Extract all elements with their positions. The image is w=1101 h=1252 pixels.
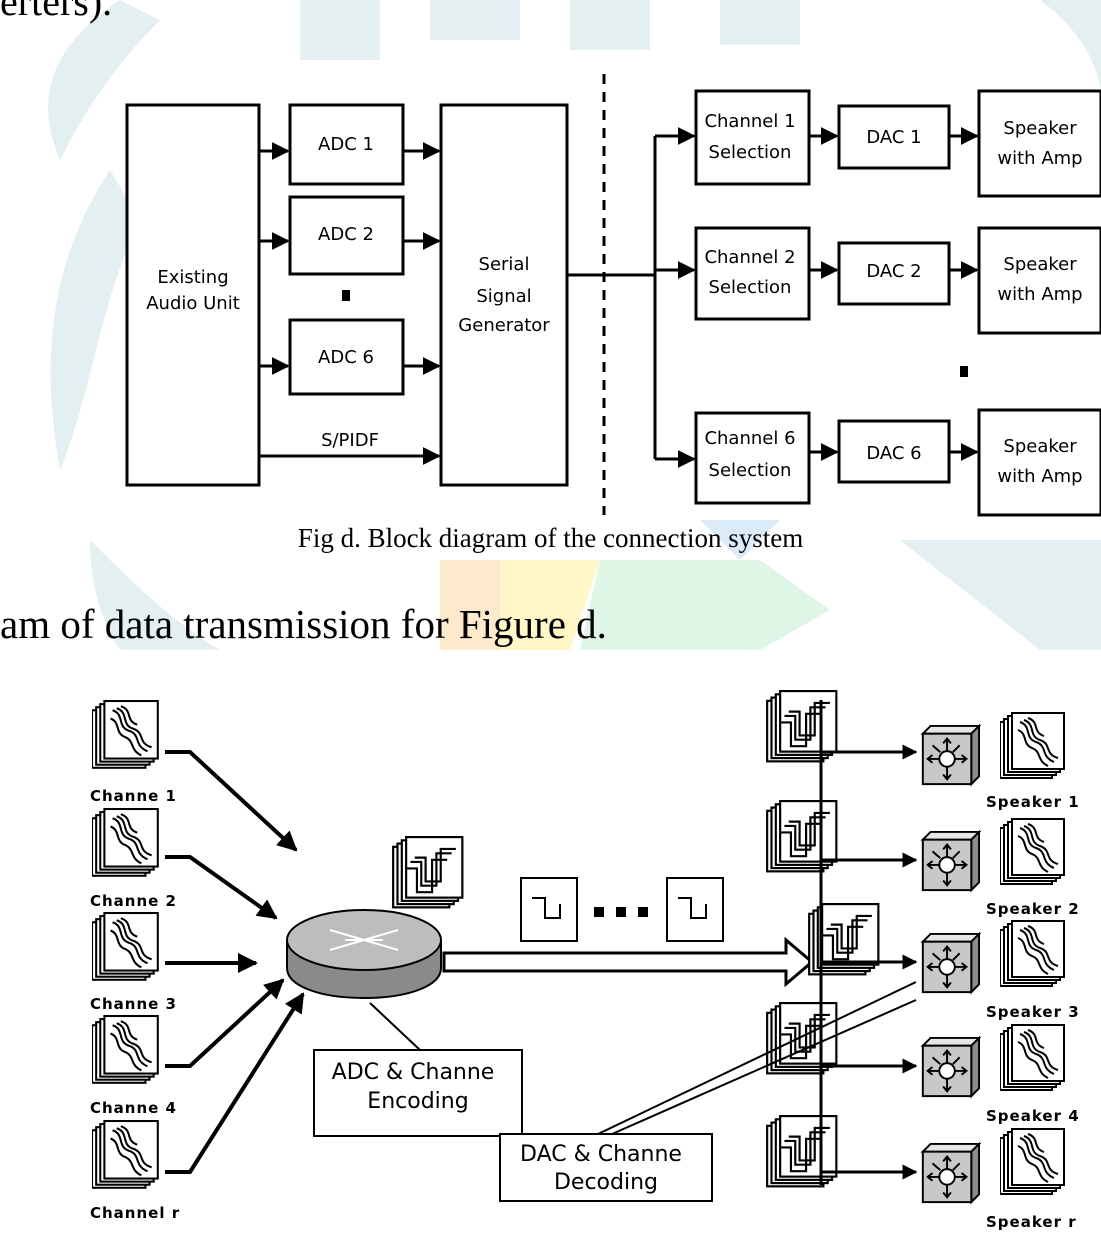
- speaker-2-wave-icon: [1000, 818, 1065, 885]
- channel-4-label: Channe 4: [90, 1099, 177, 1117]
- speaker-r-label: Speaker r: [986, 1213, 1077, 1231]
- speaker-amp-3-icon: [921, 932, 981, 994]
- speaker-1-label: Speaker: [1003, 118, 1077, 139]
- spdif-label: S/PIDF: [321, 430, 379, 451]
- channel-1-icon: [92, 700, 159, 769]
- speaker-2-sublabel: with Amp: [997, 284, 1082, 305]
- adc-2-label: ADC 2: [318, 224, 374, 245]
- serial-generator-label-1: Serial: [479, 254, 530, 275]
- dac-callout-sublabel: Decoding: [554, 1170, 658, 1195]
- existing-audio-unit-label-2: Audio Unit: [146, 293, 240, 314]
- speaker-r-wave-icon: [1000, 1128, 1065, 1195]
- router-icon: [286, 909, 442, 1000]
- dac-callout-label: DAC & Channe: [520, 1142, 682, 1167]
- speaker-3-label: Speaker 3: [986, 1003, 1080, 1021]
- speaker-amp-4-icon: [921, 1036, 981, 1098]
- pulse-box-1: [520, 877, 578, 942]
- speaker-6-label: Speaker: [1003, 436, 1077, 457]
- channel-2-sublabel: Selection: [709, 277, 792, 298]
- data-transmission-diagram: Channe 1 Channe 2 Channe 3 Channe 4 Chan…: [90, 690, 1080, 1231]
- speaker-1-sublabel: with Amp: [997, 148, 1082, 169]
- dac-1-block: [837, 104, 951, 170]
- adc-6-block: [288, 318, 405, 396]
- speaker-4-label: Speaker 4: [986, 1107, 1080, 1125]
- existing-audio-unit-block: [125, 103, 261, 487]
- encoded-signal-icon: [392, 836, 464, 909]
- dac-2-block: [837, 241, 951, 306]
- ellipsis-dot: [342, 290, 350, 301]
- adc-callout-sublabel: Encoding: [367, 1089, 468, 1114]
- channel-1-sublabel: Selection: [709, 142, 792, 163]
- channel-1-label: Channel 1: [704, 111, 795, 132]
- ellipsis-dot: [960, 366, 968, 377]
- serial-generator-label-2: Signal: [476, 286, 531, 307]
- channel-3-label: Channe 3: [90, 995, 177, 1013]
- channel-6-label: Channel 6: [704, 428, 795, 449]
- channel-2-icon: [92, 808, 159, 877]
- speaker-amp-r-icon: [921, 1142, 981, 1204]
- speaker-2-block: [977, 226, 1101, 335]
- watermark-logo: [48, 0, 1101, 650]
- speaker-6-block: [977, 408, 1101, 517]
- decoder-stack-4: [766, 1002, 838, 1075]
- speaker-6-sublabel: with Amp: [997, 466, 1082, 487]
- connection-block-diagram: [125, 89, 1101, 517]
- channel-4-icon: [92, 1015, 159, 1084]
- dac-2-label: DAC 2: [866, 261, 921, 282]
- channel-2-label: Channel 2: [704, 247, 795, 268]
- dac-1-label: DAC 1: [866, 127, 921, 148]
- transmission-arrow: [442, 936, 815, 988]
- adc-callout-box: [313, 1049, 523, 1137]
- channel-1-label: Channe 1: [90, 787, 177, 805]
- speaker-1-block: [977, 89, 1101, 198]
- adc-6-label: ADC 6: [318, 347, 374, 368]
- speaker-1-label: Speaker 1: [986, 793, 1080, 811]
- channel-6-selection-block: [694, 411, 811, 505]
- figure-caption: Fig d. Block diagram of the connection s…: [297, 523, 804, 553]
- channel-r-icon: [92, 1120, 159, 1189]
- speaker-4-wave-icon: [1000, 1024, 1065, 1091]
- speaker-amp-1-icon: [921, 724, 981, 786]
- adc-2-block: [288, 195, 405, 276]
- speaker-amp-2-icon: [921, 830, 981, 892]
- speaker-2-label: Speaker 2: [986, 900, 1080, 918]
- serial-generator-label-3: Generator: [458, 315, 550, 336]
- channel-2-selection-block: [694, 226, 811, 321]
- speaker-1-wave-icon: [1000, 712, 1065, 779]
- channel-6-sublabel: Selection: [709, 460, 792, 481]
- existing-audio-unit-label: Existing: [157, 267, 228, 288]
- pulse-box-2: [666, 877, 724, 942]
- connection-arrows: [259, 74, 979, 515]
- channel-r-label: Channel r: [90, 1204, 180, 1222]
- dac-6-label: DAC 6: [866, 443, 921, 464]
- channel-2-label: Channe 2: [90, 892, 177, 910]
- serial-signal-generator-block: [439, 103, 569, 487]
- speaker-2-label: Speaker: [1003, 254, 1077, 275]
- decoder-stack-5: [766, 1115, 838, 1188]
- speaker-3-wave-icon: [1000, 920, 1065, 987]
- adc-1-label: ADC 1: [318, 134, 374, 155]
- adc-1-block: [288, 103, 405, 186]
- dac-callout-box: [499, 1133, 713, 1202]
- channel-1-selection-block: [694, 89, 811, 186]
- channel-3-icon: [92, 912, 159, 981]
- adc-callout-label: ADC & Channe: [332, 1060, 495, 1085]
- body-text-line: am of data transmission for Figure d.: [0, 601, 607, 647]
- body-text-fragment: erters).: [0, 0, 113, 24]
